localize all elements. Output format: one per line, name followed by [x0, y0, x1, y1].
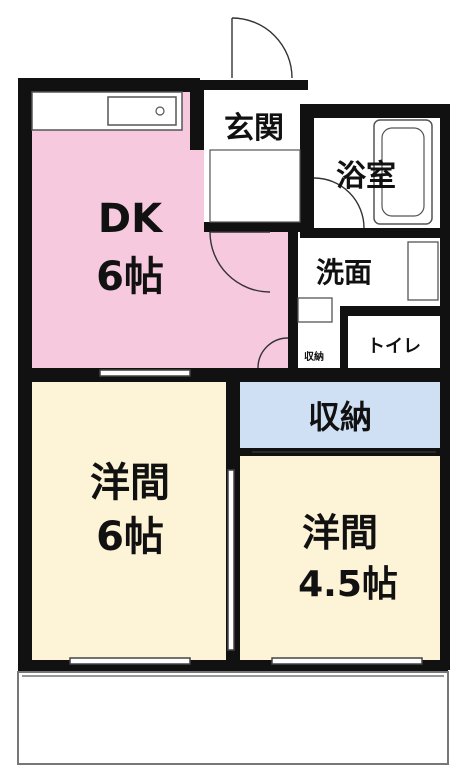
dk-room-fill [32, 92, 204, 368]
western-6-label-line1: 洋間 [90, 460, 170, 506]
bath-label: 浴室 [336, 159, 396, 194]
toilet-label: トイレ [367, 336, 421, 357]
dk-room-fill-lower [204, 230, 288, 368]
door-swings [209, 17, 436, 453]
washroom-label: 洗面 [316, 256, 372, 289]
balcony [17, 671, 449, 765]
entrance-label: 玄関 [224, 111, 284, 146]
kitchen-counter [31, 91, 183, 131]
storage-fill [240, 382, 442, 450]
small-storage-label: 収納 [304, 350, 324, 363]
western-45-label-line2: 4.5帖 [298, 564, 398, 605]
western-room-45-fill [240, 454, 442, 660]
bathtub [373, 119, 433, 225]
western-room-6-fill [32, 382, 226, 660]
western-6-label-line2: 6帖 [96, 514, 164, 560]
entrance-step [209, 149, 301, 223]
washbasin [297, 241, 439, 323]
storage-label: 収納 [308, 398, 372, 436]
dk-label-line2: 6帖 [96, 254, 164, 300]
western-45-label-line1: 洋間 [302, 511, 378, 555]
windows [69, 369, 423, 665]
dk-label-line1: DK [98, 196, 164, 242]
